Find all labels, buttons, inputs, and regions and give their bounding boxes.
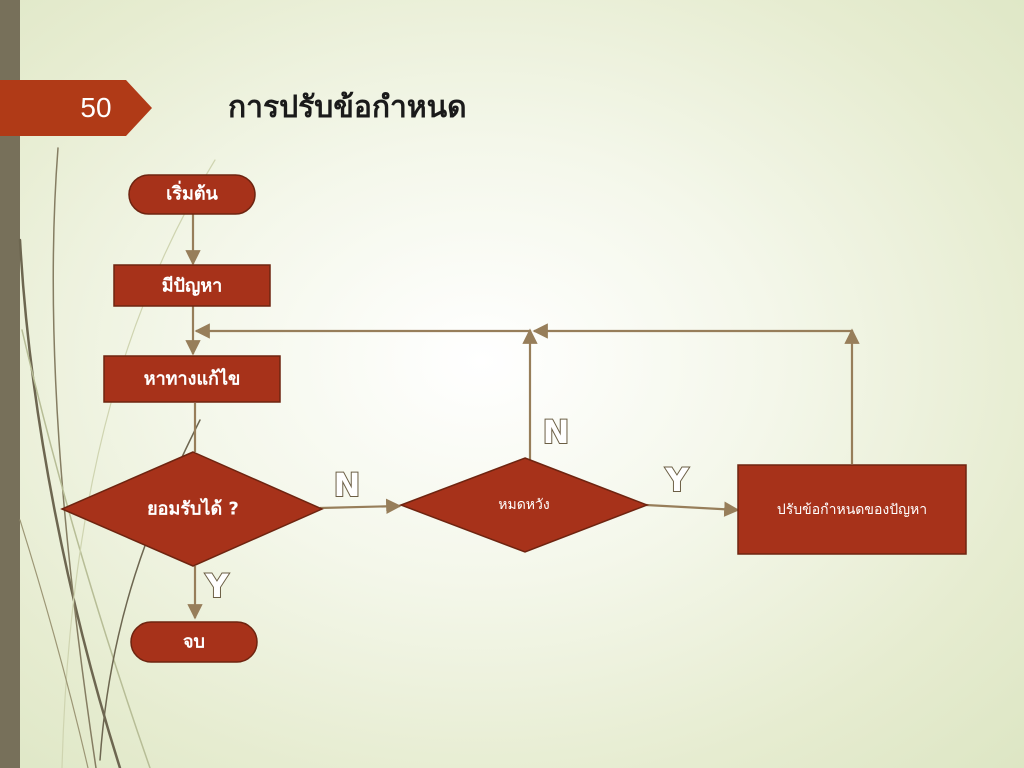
decision-label: ยอมรับได้ ?	[147, 498, 239, 520]
hopeless-yes-label: Y	[664, 461, 689, 499]
start-terminator	[128, 174, 256, 215]
hopeless-diamond	[398, 457, 650, 553]
page-number-tab	[0, 80, 152, 136]
problem-label: มีปัญหา	[162, 276, 223, 297]
flowchart-connectors	[185, 214, 860, 620]
page-number: 50	[80, 92, 112, 123]
arrow-hopeless-to-adjust	[645, 501, 740, 517]
decision-no-label: N	[334, 466, 361, 504]
slide-title: การปรับข้อกำหนด	[228, 90, 467, 125]
left-accent-bar	[0, 0, 20, 768]
hopeless-label: หมดหวัง	[498, 497, 549, 513]
end-label: จบ	[183, 632, 205, 653]
decision-yes-label: Y	[204, 567, 229, 605]
problem-process-box	[113, 264, 271, 307]
solution-process-box	[103, 355, 281, 403]
hopeless-no-label: N	[543, 413, 570, 451]
start-label: เริ่มต้น	[166, 181, 218, 205]
end-terminator	[130, 621, 258, 663]
adjust-label: ปรับข้อกำหนดของปัญหา	[777, 502, 927, 518]
solution-label: หาทางแก้ไข	[144, 368, 241, 390]
decision-diamond	[60, 451, 324, 567]
adjust-process-box	[737, 464, 967, 555]
arrow-decision-to-hopeless	[319, 498, 402, 515]
